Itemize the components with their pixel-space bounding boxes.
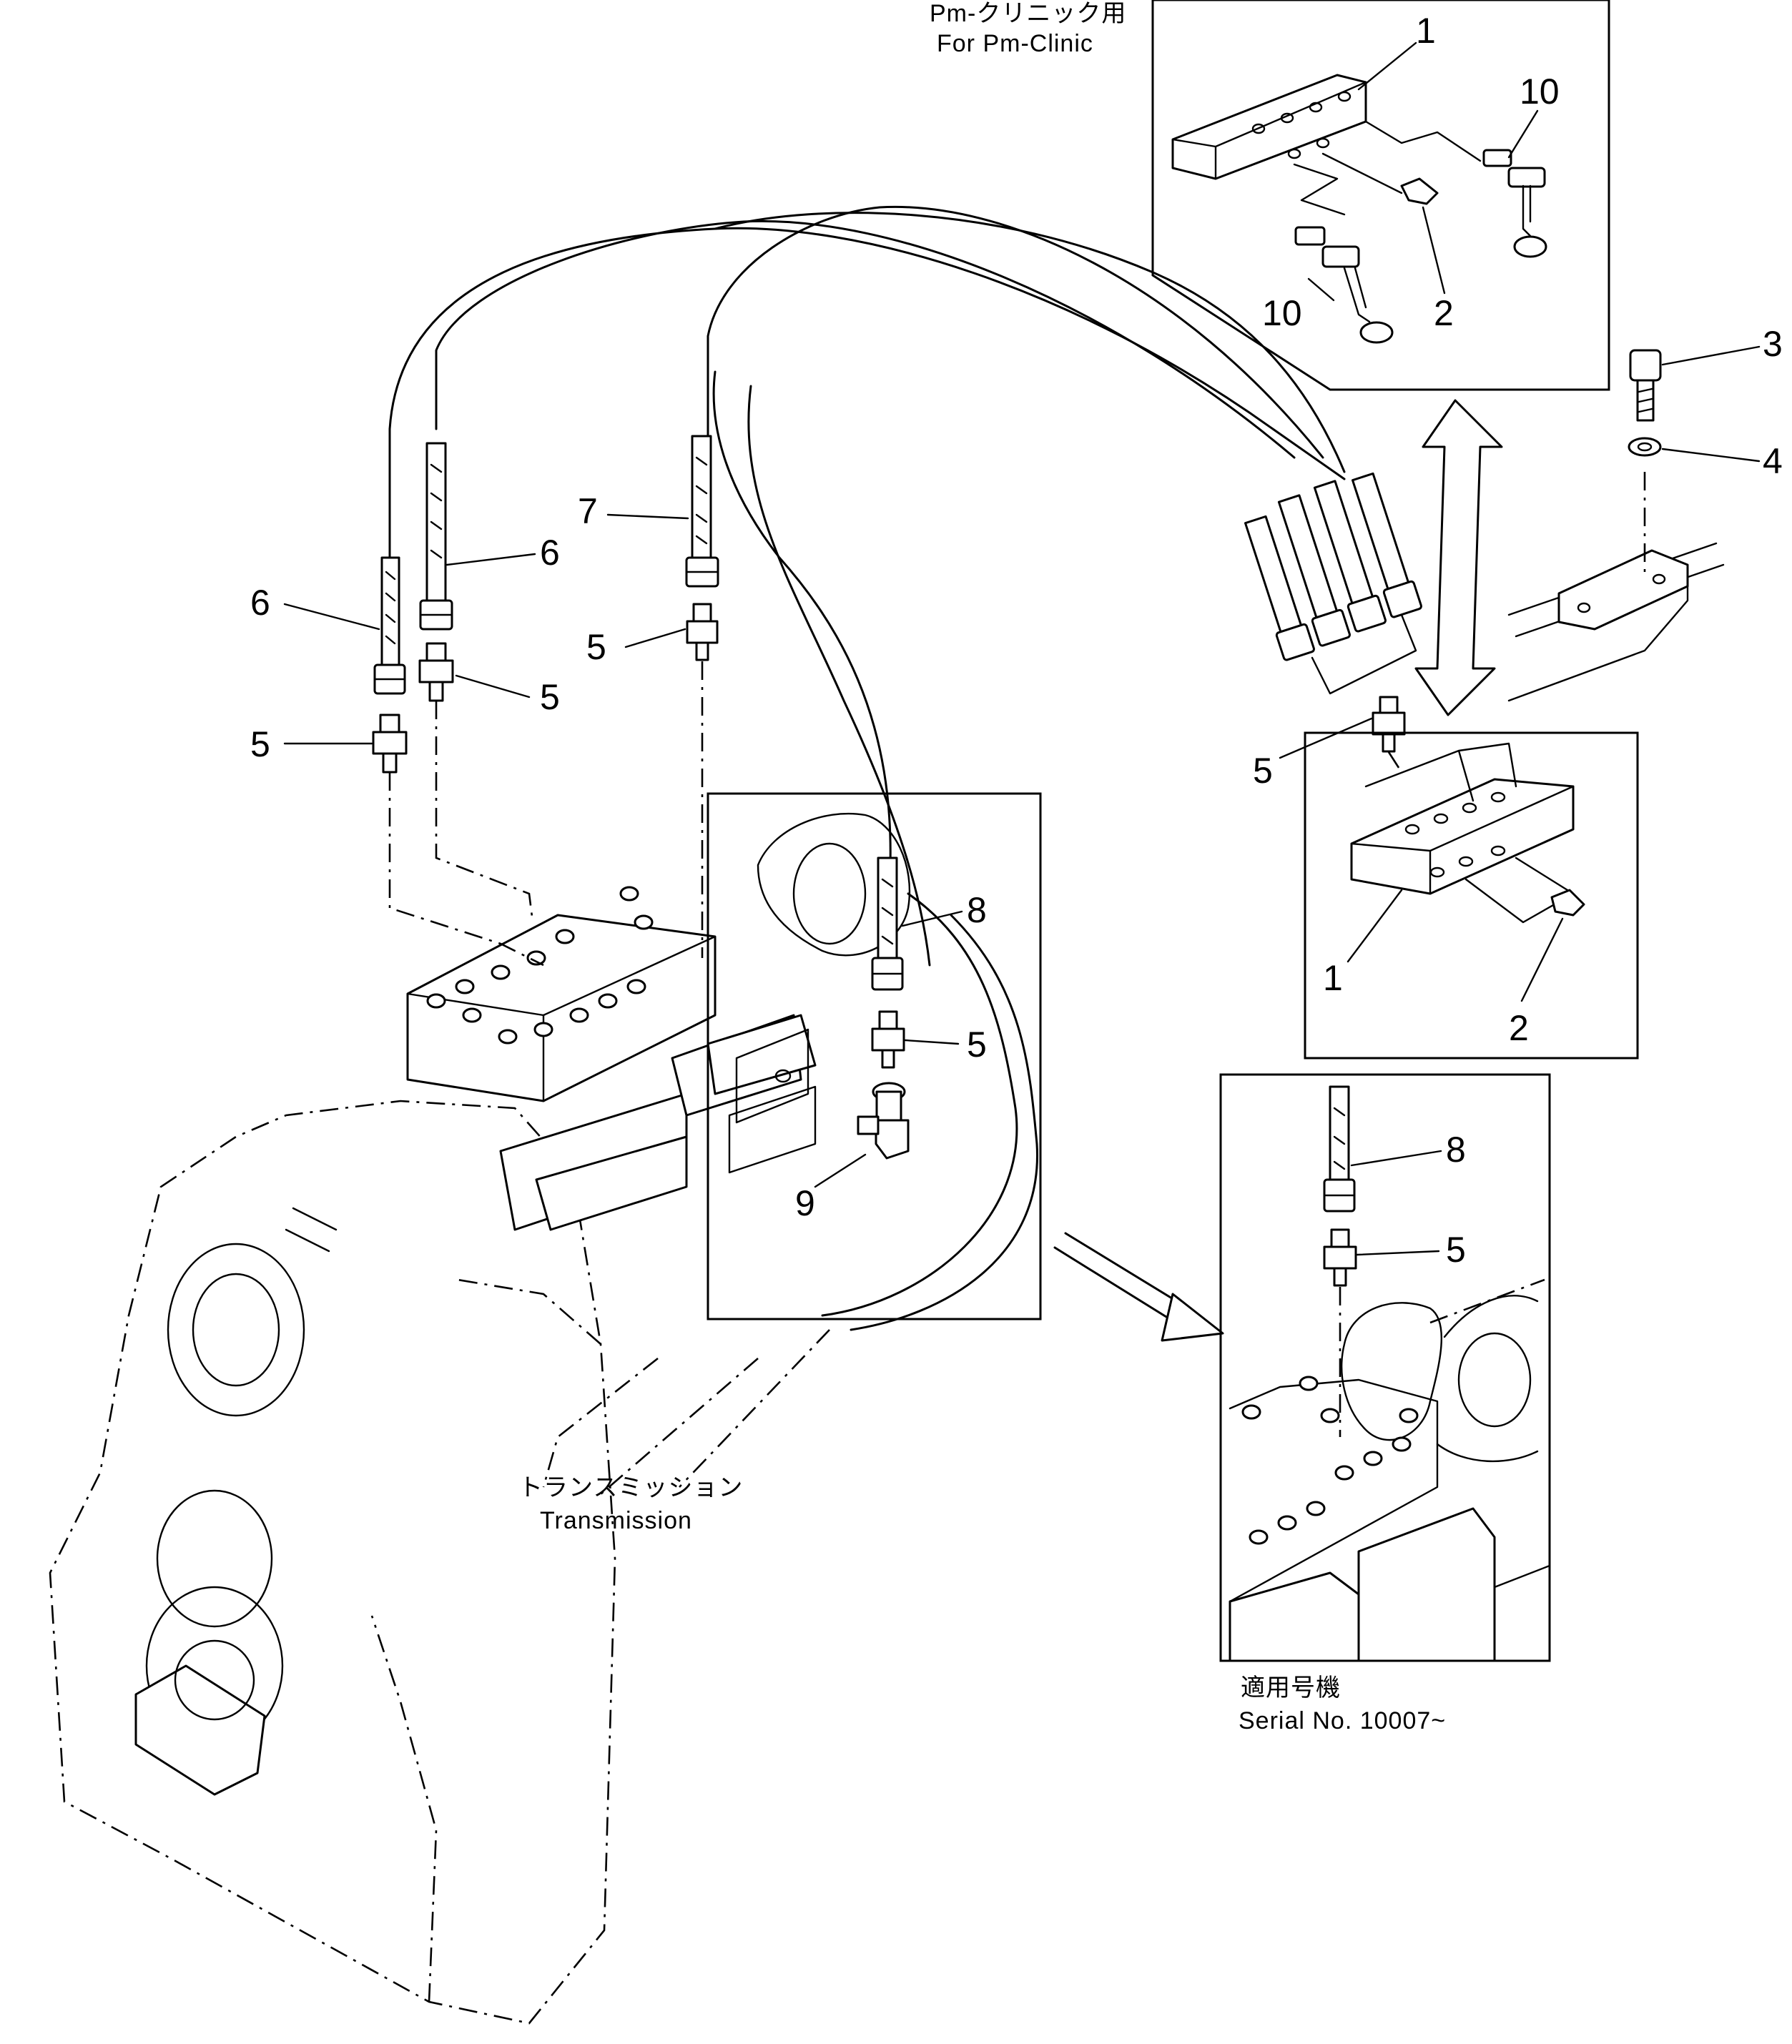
callout-5-inset: 5: [1446, 1230, 1466, 1270]
hose-7: [685, 435, 719, 588]
serial-label-en: Serial No. 10007~: [1239, 1707, 1446, 1734]
leader-lines: [283, 41, 1761, 1256]
washer-4: [1628, 437, 1662, 457]
adapter-5-center: [686, 603, 719, 661]
callout-9: 9: [795, 1183, 815, 1223]
manifold-block-1-mid: [1350, 742, 1575, 924]
hose-8-inset: [1323, 1085, 1356, 1213]
callout-8-center: 8: [967, 890, 987, 930]
callout-6-upper: 6: [540, 533, 560, 573]
adapter-5-center-lower: [871, 1010, 905, 1069]
serial-label-jp: 適用号機: [1241, 1674, 1341, 1702]
bolt-3: [1629, 349, 1662, 422]
callout-1-mid: 1: [1323, 958, 1343, 998]
callout-5-center: 5: [586, 627, 606, 667]
callout-4: 4: [1763, 441, 1783, 481]
elbow-9: [857, 1082, 910, 1160]
center-detail-frame: [707, 792, 1042, 1320]
callout-3: 3: [1763, 324, 1783, 364]
hose-routing: [388, 205, 1346, 1331]
callout-2-mid: 2: [1509, 1008, 1529, 1048]
adapter-5-right: [1372, 696, 1406, 753]
inset-contents: [1229, 1085, 1551, 1662]
double-arrow: [1414, 399, 1503, 716]
hose-8-center: [871, 856, 904, 991]
block-detail-frame: [1304, 731, 1639, 1060]
callout-5-right: 5: [1253, 751, 1273, 791]
test-coupler-10-left: [1294, 226, 1394, 344]
adapter-5-left-upper: [418, 642, 454, 702]
callout-6-lower: 6: [250, 583, 270, 623]
valve-body-bolt-heads: [426, 886, 654, 1045]
callout-2-top: 2: [1434, 293, 1454, 333]
callout-labels: 1 10 10 2 3 4 7 6 6 5 5 5 5 8 5 9 1 2 8 …: [250, 11, 1783, 1270]
hose-6-lower: [373, 556, 406, 695]
adapter-5-inset: [1323, 1228, 1357, 1287]
callout-1-top: 1: [1416, 11, 1436, 51]
callout-8-inset: 8: [1446, 1130, 1466, 1170]
pm-clinic-label-jp: Pm-クリニック用: [930, 0, 1126, 27]
callout-10-top-left: 10: [1262, 293, 1302, 333]
transmission-housing: [49, 1100, 616, 2025]
valve-body: [406, 886, 817, 1231]
hose-6-upper: [419, 442, 453, 631]
adapter-5-left-lower: [372, 714, 408, 774]
inset-pointer-arrow: [1053, 1232, 1224, 1342]
test-coupler-10-right: [1482, 149, 1547, 258]
pm-clinic-frame: [1151, 0, 1610, 391]
callout-10-top-right: 10: [1520, 71, 1560, 112]
callout-7: 7: [578, 491, 598, 531]
center-detail-contents: [728, 812, 911, 1174]
transmission-label-jp: トランスミッション: [518, 1474, 743, 1501]
inset-bolt-heads: [1241, 1376, 1419, 1545]
transmission-leaders: [542, 1329, 830, 1495]
text-notes: Pm-クリニック用 For Pm-Clinic トランスミッション Transm…: [518, 0, 1446, 1734]
plug-2-mid: [1550, 889, 1585, 917]
callout-5-left-upper: 5: [540, 677, 560, 717]
hose-bundle-right: [1244, 472, 1422, 695]
callout-5-center-lower: 5: [967, 1025, 987, 1065]
mount-bracket: [1507, 542, 1725, 702]
transmission-label-en: Transmission: [540, 1507, 692, 1534]
pm-clinic-contents: [1171, 74, 1547, 344]
callout-5-left-lower: 5: [250, 724, 270, 764]
pm-clinic-label-en: For Pm-Clinic: [937, 30, 1093, 57]
